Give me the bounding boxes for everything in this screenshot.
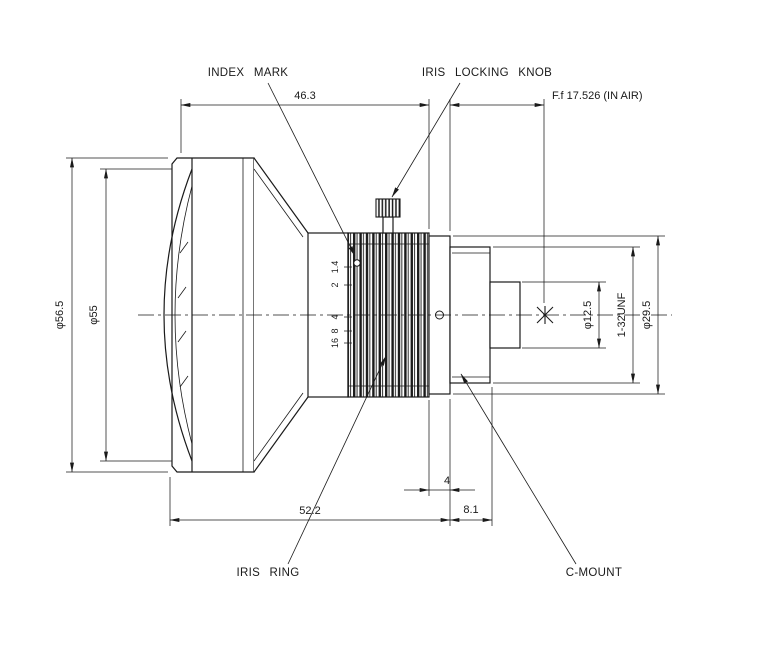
dimension-dia-56-5: φ56.5 (54, 157, 168, 473)
index-mark-dot (353, 259, 361, 267)
dim-length-4-text: 4 (444, 475, 450, 487)
dim-dia-55-text: φ55 (88, 305, 100, 324)
callout-index-mark: INDEX MARK (208, 67, 356, 257)
dimension-length-4: 4 (404, 400, 475, 496)
aperture-value: 16 (330, 338, 340, 348)
dim-length-46-3-text: 46.3 (294, 90, 315, 102)
dimension-thread-1-32unf: 1-32UNF (493, 246, 640, 384)
callout-iris-locking-knob-text: IRIS LOCKING KNOB (422, 67, 552, 79)
aperture-value: 2 (330, 282, 340, 287)
dimension-flange-focal: F.f 17.526 (IN AIR) (449, 90, 642, 303)
aperture-value: 8 (330, 328, 340, 333)
aperture-scale: 1.4 2 4 8 16 (330, 261, 352, 348)
dim-length-8-1-text: 8.1 (463, 504, 478, 516)
dim-thread-text: 1-32UNF (616, 292, 628, 337)
dim-dia-12-5-text: φ12.5 (582, 301, 594, 330)
iris-locking-knob (375, 198, 401, 234)
callout-c-mount-text: C-MOUNT (566, 567, 622, 579)
dimension-length-46-3: 46.3 (180, 90, 430, 229)
aperture-value: 1.4 (330, 261, 340, 274)
callout-iris-locking-knob: IRIS LOCKING KNOB (391, 67, 552, 198)
dim-flange-focal-text: F.f 17.526 (IN AIR) (552, 90, 642, 102)
dim-dia-56-5-text: φ56.5 (54, 301, 66, 330)
dimension-length-52-2: 52.2 (169, 399, 451, 526)
callout-c-mount: C-MOUNT (460, 373, 622, 579)
aperture-value: 4 (330, 314, 340, 319)
callout-index-mark-text: INDEX MARK (208, 67, 289, 79)
callout-iris-ring: IRIS RING (236, 355, 387, 579)
dim-length-52-2-text: 52.2 (299, 505, 320, 517)
image-plane-marker (536, 306, 554, 324)
callout-iris-ring-text: IRIS RING (236, 567, 299, 579)
glass-hatch-marks (177, 241, 189, 388)
dimension-length-8-1: 8.1 (449, 387, 493, 526)
